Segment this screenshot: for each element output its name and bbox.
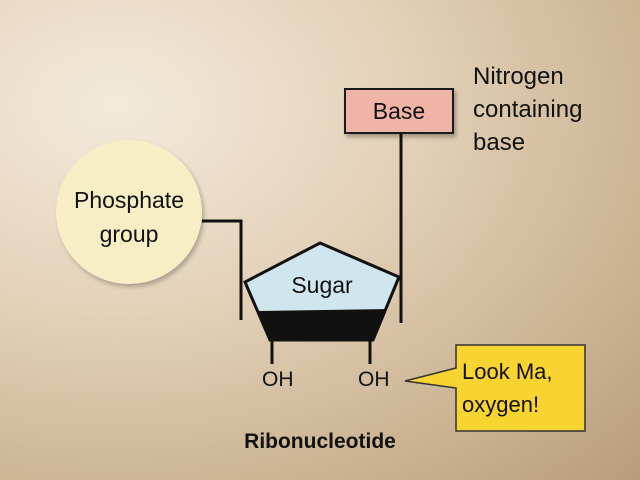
phosphate-label: Phosphate group [56, 183, 202, 251]
base-description-line-3: base [473, 129, 526, 156]
sugar-ring-front-edge [258, 309, 386, 340]
callout-text: Look Ma, oxygen! [462, 355, 553, 421]
hydroxyl-label-left: OH [262, 368, 294, 391]
callout-bubble [404, 344, 586, 432]
phosphate-circle [56, 140, 202, 284]
base-box: Base [344, 88, 454, 134]
phosphate-label-line-1: Phosphate [74, 187, 184, 213]
phosphate-bond [202, 219, 243, 320]
base-description-line-1: Nitrogen [473, 63, 564, 90]
diagram-title: Ribonucleotide [244, 430, 396, 453]
hydroxyl-label-right: OH [358, 368, 390, 391]
sugar-label: Sugar [291, 272, 353, 298]
base-description: Nitrogen containing base [473, 60, 582, 159]
phosphate-label-line-2: group [99, 221, 159, 247]
callout-line-1: Look Ma, [462, 359, 553, 384]
callout-line-2: oxygen! [462, 392, 540, 417]
base-description-line-2: containing [473, 96, 583, 123]
